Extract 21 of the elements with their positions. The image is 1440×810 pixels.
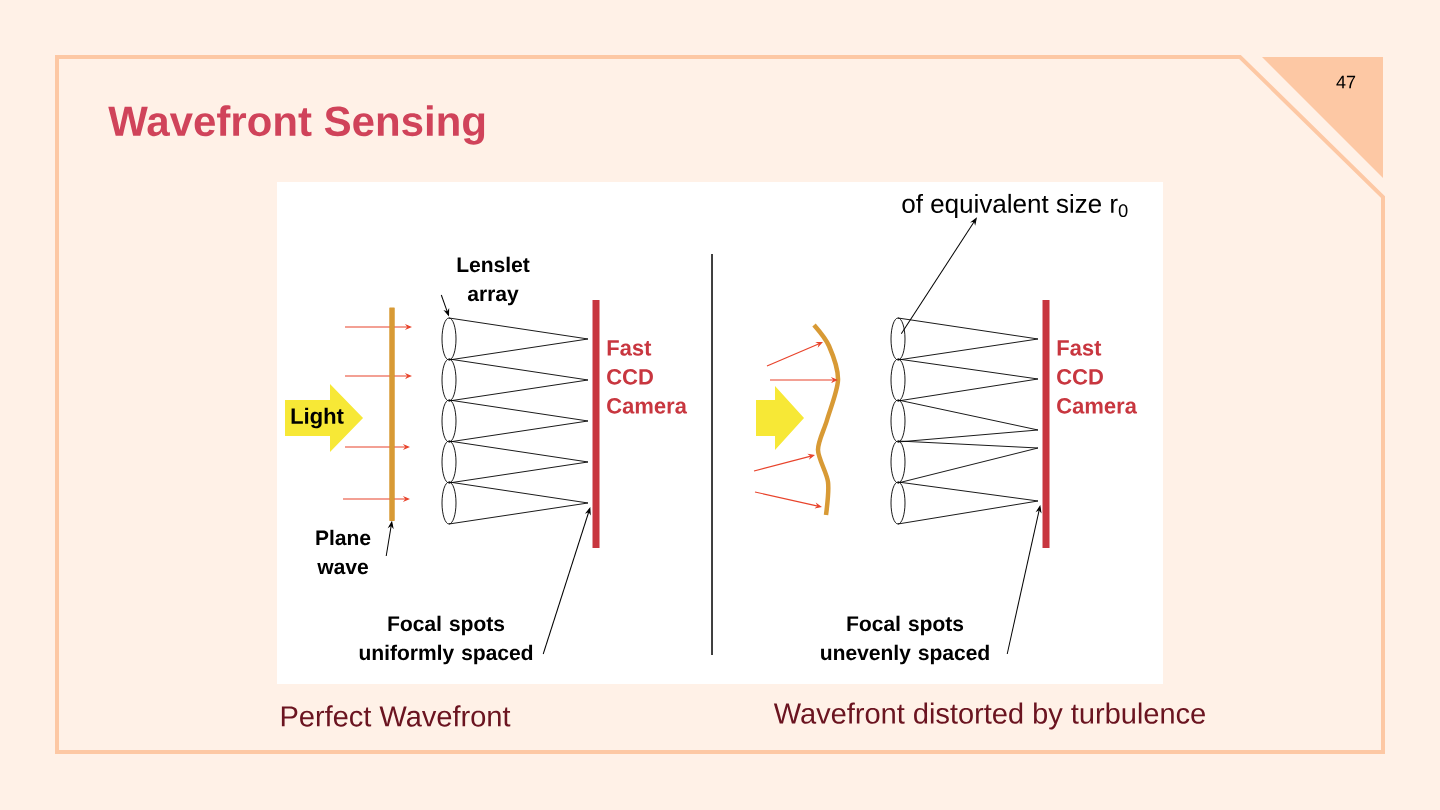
slide-title: Wavefront Sensing xyxy=(108,105,485,145)
leader-line xyxy=(542,507,591,655)
panel-caption: Wavefront distorted by turbulence xyxy=(773,702,1205,730)
callout-text: Focal spots unevenly spaced xyxy=(821,615,989,665)
plane-wave-bar xyxy=(389,307,395,521)
callout-text: Lenslet array xyxy=(457,256,530,306)
callout-text: of equivalent size r$_{0}$ xyxy=(902,193,1128,219)
callout-text: Focal spots uniformly spaced xyxy=(359,615,533,665)
callout-text: Plane wave xyxy=(316,529,371,575)
lens xyxy=(441,317,457,361)
panel-caption: Perfect Wavefront xyxy=(281,705,511,727)
leader-line xyxy=(385,521,394,557)
leader-line xyxy=(1006,505,1042,655)
sensor-bar xyxy=(1042,300,1050,548)
leader-line xyxy=(900,218,977,335)
lens xyxy=(890,317,906,361)
sensor-bar xyxy=(592,300,600,548)
camera-label: Fast CCD Camera xyxy=(607,340,688,414)
camera-label: Fast CCD Camera xyxy=(1057,340,1138,414)
page-number: 47 xyxy=(1336,75,1356,89)
leader-line xyxy=(440,294,450,316)
